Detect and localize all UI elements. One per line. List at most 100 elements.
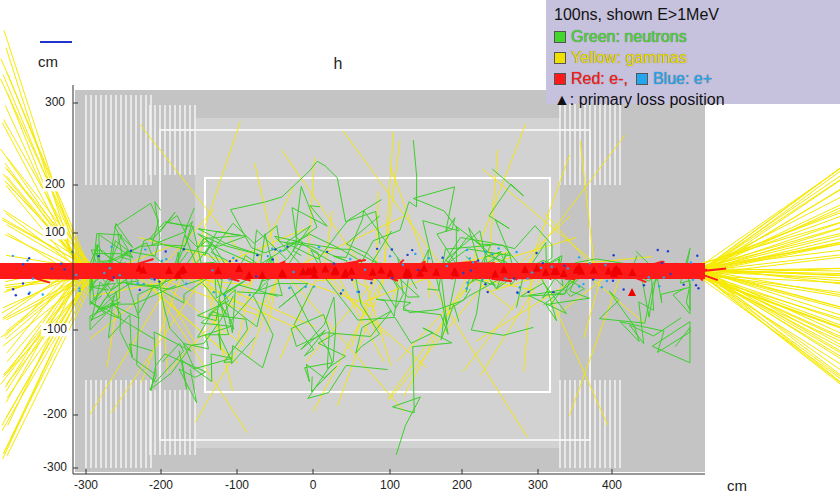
positron-dot <box>411 249 413 251</box>
gamma-track <box>488 150 498 268</box>
positron-dot <box>153 278 155 280</box>
slat-line <box>150 95 152 185</box>
electron-track <box>18 273 50 282</box>
tick-label: -300 <box>72 479 100 492</box>
positron-dot <box>333 263 335 265</box>
loss-marker <box>348 267 356 275</box>
loss-marker <box>330 267 338 275</box>
positron-dot <box>75 274 77 276</box>
slat-line <box>164 105 166 175</box>
gamma-track <box>8 93 80 274</box>
slat-line <box>90 380 92 468</box>
neutron-track <box>231 161 381 255</box>
gamma-track <box>7 275 92 398</box>
slat-line <box>594 380 596 468</box>
legend-text: Red: e-, <box>571 70 628 87</box>
positron-dot <box>567 267 569 269</box>
electron-track <box>36 270 76 279</box>
positron-dot <box>28 293 30 295</box>
legend-swatch <box>554 31 566 43</box>
slat-line <box>584 95 586 185</box>
slat-line <box>145 380 147 468</box>
positron-dot <box>648 276 650 278</box>
loss-marker <box>331 268 339 276</box>
positron-dot <box>692 279 694 281</box>
positron-dot <box>229 260 231 262</box>
positron-dot <box>342 289 344 291</box>
gamma-track <box>699 205 840 271</box>
positron-dot <box>63 268 65 270</box>
slat-line <box>154 390 156 455</box>
tick-label: 300 <box>526 479 550 492</box>
positron-dot <box>12 288 14 290</box>
slat-line <box>604 95 606 185</box>
tick-label: -100 <box>223 479 251 492</box>
positron-dot <box>592 278 594 280</box>
positron-dot <box>606 280 608 282</box>
slat-line <box>194 105 196 175</box>
positron-dot <box>470 269 472 271</box>
slat-line <box>110 380 112 468</box>
gamma-track <box>700 273 840 376</box>
slat-line <box>169 390 171 455</box>
slat-line <box>125 380 127 468</box>
slat-line <box>100 380 102 468</box>
gamma-track <box>390 167 427 266</box>
gamma-track <box>4 119 90 270</box>
axis-ticks <box>73 103 612 474</box>
slat-line <box>125 95 127 185</box>
slat-line <box>169 105 171 175</box>
gamma-track <box>697 244 840 268</box>
positron-dot <box>112 276 114 278</box>
neutron-track <box>179 283 268 389</box>
loss-marker <box>235 264 243 272</box>
loss-marker <box>590 266 598 274</box>
slat-line <box>120 95 122 185</box>
positron-dot <box>516 291 518 293</box>
electron-track <box>616 266 639 268</box>
slat-line <box>105 380 107 468</box>
electron-track <box>75 272 90 273</box>
y-axis <box>73 85 74 474</box>
loss-marker <box>451 267 459 275</box>
outer-outline <box>160 130 590 440</box>
positron-dot <box>144 248 146 250</box>
axis-unit: cm <box>725 478 749 495</box>
positron-dot <box>527 291 529 293</box>
positron-dot <box>682 283 684 285</box>
positron-dot <box>517 292 519 294</box>
legend-text: Blue: e+ <box>653 70 712 87</box>
slat-line <box>559 380 561 468</box>
legend-row: Yellow: gammas <box>554 46 832 67</box>
slat-line <box>174 105 176 175</box>
loss-marker <box>165 266 173 274</box>
positron-dot <box>658 285 660 287</box>
gamma-track <box>523 135 625 270</box>
positron-dot <box>661 262 663 264</box>
positron-dot <box>165 258 167 260</box>
tick-mark <box>73 233 78 234</box>
positron-dot <box>540 267 542 269</box>
electron-track <box>688 270 718 280</box>
gamma-track <box>701 274 840 325</box>
tick-label: 300 <box>43 96 67 109</box>
slat-line <box>184 105 186 175</box>
loss-marker <box>628 268 636 276</box>
gamma-track <box>701 171 840 273</box>
positron-dot <box>22 263 24 265</box>
gamma-track <box>699 273 840 382</box>
slat-line <box>174 390 176 455</box>
positron-dot <box>491 253 493 255</box>
positron-dot <box>349 258 351 260</box>
positron-dot <box>213 291 215 293</box>
positron-dot <box>487 291 489 293</box>
electron-track <box>318 264 341 278</box>
slat-line <box>159 390 161 455</box>
neutron-track <box>197 280 247 362</box>
tick-mark <box>73 415 78 416</box>
tick-mark <box>390 469 391 474</box>
positron-dot <box>696 255 698 257</box>
positron-dot <box>370 282 372 284</box>
electron-track <box>29 264 56 271</box>
positron-dot <box>391 248 393 250</box>
